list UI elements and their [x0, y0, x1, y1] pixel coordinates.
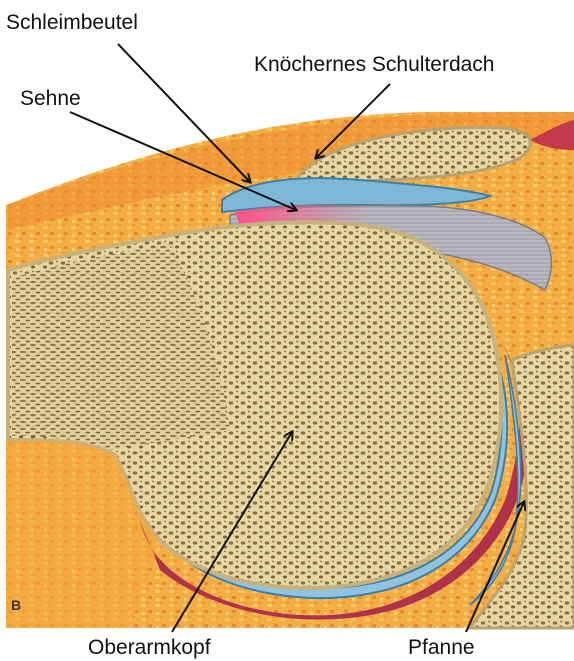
label-oberarmkopf: Oberarmkopf: [88, 637, 211, 658]
label-sehne: Sehne: [20, 88, 81, 109]
label-schleimbeutel: Schleimbeutel: [6, 12, 138, 33]
label-pfanne: Pfanne: [408, 637, 475, 658]
panel-letter: B: [11, 597, 21, 613]
label-knoechernes-schulterdach: Knöchernes Schulterdach: [254, 54, 495, 75]
